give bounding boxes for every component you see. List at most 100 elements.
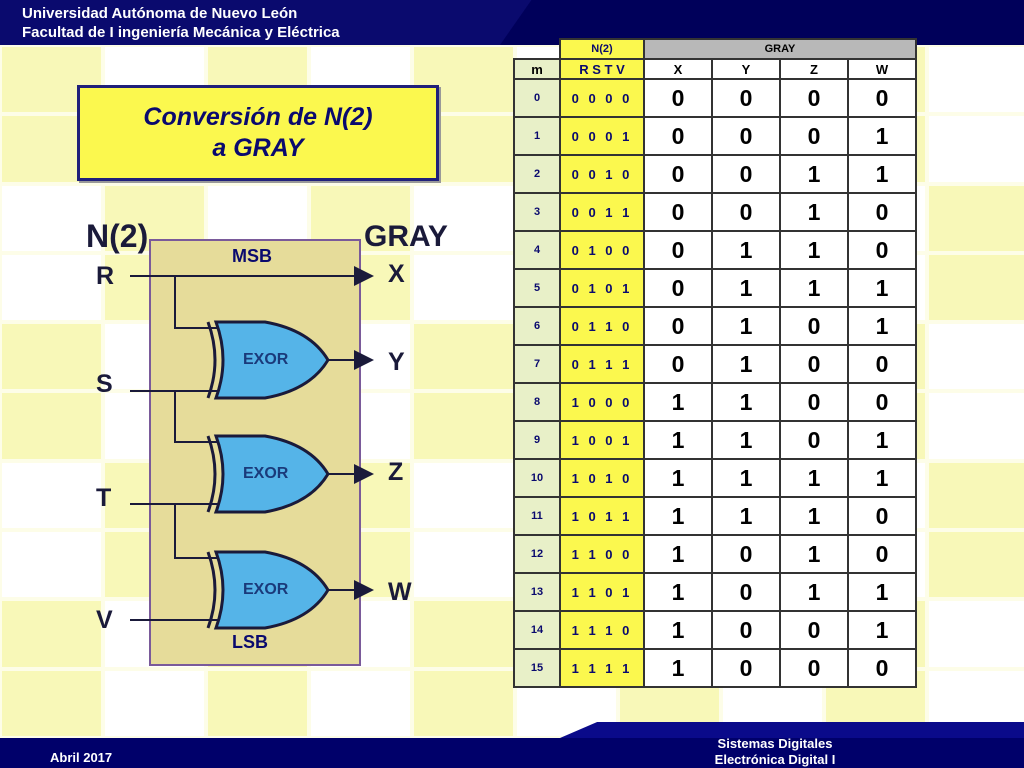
row-gray-bit: 0 <box>711 610 781 650</box>
row-binary: 1 1 0 1 <box>559 572 645 612</box>
input-s: S <box>96 370 113 398</box>
row-binary: 0 0 0 1 <box>559 116 645 156</box>
university-name: Universidad Autónoma de Nuevo León <box>22 5 298 22</box>
row-gray-bit: 0 <box>847 192 917 232</box>
row-gray-bit: 1 <box>643 572 713 612</box>
wire-s-gate2 <box>174 391 220 443</box>
row-binary: 0 1 1 0 <box>559 306 645 346</box>
row-gray-bit: 0 <box>711 534 781 574</box>
gate-label-1: EXOR <box>243 351 289 368</box>
footer-bar <box>0 738 1024 768</box>
group-n-header: N(2) <box>559 38 645 60</box>
row-gray-bit: 0 <box>643 154 713 194</box>
row-m: 10 <box>513 458 561 498</box>
input-label: N(2) <box>86 218 149 254</box>
row-gray-bit: 1 <box>711 344 781 384</box>
row-gray-bit: 0 <box>847 648 917 688</box>
row-m: 1 <box>513 116 561 156</box>
row-gray-bit: 1 <box>711 420 781 460</box>
row-gray-bit: 0 <box>779 78 849 118</box>
conversion-diagram: N(2) GRAY MSB LSB R S T V X Y Z W EXOR E… <box>60 210 460 680</box>
row-m: 4 <box>513 230 561 270</box>
row-gray-bit: 1 <box>847 268 917 308</box>
row-gray-bit: 0 <box>847 78 917 118</box>
msb-label: MSB <box>232 246 272 266</box>
row-binary: 1 0 1 1 <box>559 496 645 536</box>
exor-gate-2 <box>206 434 330 514</box>
row-gray-bit: 0 <box>711 154 781 194</box>
row-gray-bit: 0 <box>643 268 713 308</box>
row-binary: 0 1 0 0 <box>559 230 645 270</box>
row-gray-bit: 1 <box>847 116 917 156</box>
output-w: W <box>388 578 412 606</box>
row-gray-bit: 1 <box>643 610 713 650</box>
row-gray-bit: 1 <box>847 154 917 194</box>
row-gray-bit: 0 <box>779 116 849 156</box>
row-gray-bit: 1 <box>779 572 849 612</box>
row-gray-bit: 0 <box>847 344 917 384</box>
row-gray-bit: 1 <box>711 496 781 536</box>
row-m: 2 <box>513 154 561 194</box>
exor-gate-3 <box>206 550 330 630</box>
row-gray-bit: 0 <box>779 382 849 422</box>
col-x-header: X <box>643 58 713 80</box>
row-binary: 0 0 1 1 <box>559 192 645 232</box>
row-gray-bit: 1 <box>711 230 781 270</box>
row-m: 9 <box>513 420 561 460</box>
row-gray-bit: 0 <box>643 78 713 118</box>
row-binary: 0 0 0 0 <box>559 78 645 118</box>
row-binary: 0 1 1 1 <box>559 344 645 384</box>
row-gray-bit: 1 <box>711 382 781 422</box>
lsb-label: LSB <box>232 632 268 652</box>
row-m: 14 <box>513 610 561 650</box>
row-gray-bit: 1 <box>643 496 713 536</box>
output-z: Z <box>388 458 404 486</box>
row-gray-bit: 0 <box>711 116 781 156</box>
slide-title: Conversión de N(2) a GRAY <box>77 85 439 181</box>
row-binary: 1 0 1 0 <box>559 458 645 498</box>
row-gray-bit: 1 <box>779 496 849 536</box>
header-accent <box>500 0 1024 45</box>
col-m-header: m <box>513 58 561 80</box>
row-gray-bit: 0 <box>779 648 849 688</box>
row-gray-bit: 0 <box>711 192 781 232</box>
row-binary: 1 0 0 1 <box>559 420 645 460</box>
row-m: 12 <box>513 534 561 574</box>
row-gray-bit: 0 <box>711 648 781 688</box>
row-m: 5 <box>513 268 561 308</box>
row-gray-bit: 1 <box>779 268 849 308</box>
output-y: Y <box>388 348 405 376</box>
row-gray-bit: 0 <box>643 306 713 346</box>
wire-t-gate3 <box>174 504 220 559</box>
row-gray-bit: 1 <box>711 268 781 308</box>
row-m: 0 <box>513 78 561 118</box>
row-gray-bit: 0 <box>779 306 849 346</box>
col-y-header: Y <box>711 58 781 80</box>
input-r: R <box>96 262 115 290</box>
row-m: 13 <box>513 572 561 612</box>
row-gray-bit: 0 <box>643 344 713 384</box>
row-gray-bit: 1 <box>779 230 849 270</box>
row-gray-bit: 1 <box>847 610 917 650</box>
row-gray-bit: 1 <box>643 534 713 574</box>
footer-course-1: Sistemas Digitales <box>717 736 833 751</box>
row-gray-bit: 1 <box>643 458 713 498</box>
row-binary: 1 1 0 0 <box>559 534 645 574</box>
row-m: 11 <box>513 496 561 536</box>
input-v: V <box>96 606 113 634</box>
row-binary: 1 1 1 1 <box>559 648 645 688</box>
row-gray-bit: 0 <box>847 230 917 270</box>
header-bar: Universidad Autónoma de Nuevo León Facul… <box>0 0 1024 45</box>
